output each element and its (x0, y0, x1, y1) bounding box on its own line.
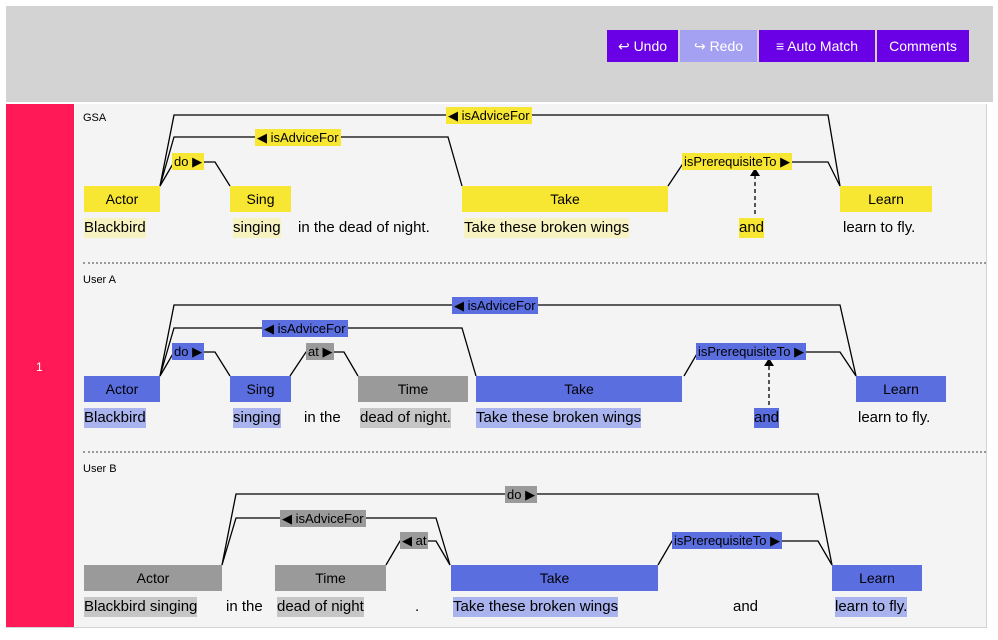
entity-tag-take[interactable]: Take (451, 565, 658, 591)
entity-tag-sing[interactable]: Sing (230, 186, 291, 212)
relation-label-do[interactable]: do ▶ (172, 343, 205, 360)
comments-button[interactable]: Comments (877, 30, 969, 62)
token-text[interactable]: Take these broken wings (453, 597, 619, 617)
auto-match-button[interactable]: ≡ Auto Match (759, 30, 875, 62)
section-label-user-b: User B (83, 463, 117, 475)
relation-label-at[interactable]: ◀ at (400, 532, 429, 549)
token-text[interactable]: in the (304, 409, 341, 426)
redo-button[interactable]: ↪ Redo (680, 30, 757, 62)
undo-button[interactable]: ↩ Undo (607, 30, 678, 62)
entity-tag-actor[interactable]: Actor (84, 565, 222, 591)
entity-tag-sing[interactable]: Sing (230, 376, 291, 402)
entity-tag-learn[interactable]: Learn (856, 376, 946, 402)
token-text[interactable]: singing (233, 218, 281, 238)
section-divider (83, 262, 986, 264)
relation-label-do[interactable]: do ▶ (172, 153, 205, 170)
row-index-bar[interactable]: 1 (6, 104, 74, 627)
token-text[interactable]: Blackbird (84, 408, 146, 428)
relation-label-isprerequisiteto[interactable]: isPrerequisiteTo ▶ (682, 153, 793, 170)
token-text[interactable]: learn to fly. (835, 597, 908, 617)
toolbar: ↩ Undo ↪ Redo ≡ Auto Match Comments (6, 6, 993, 102)
relation-label-isadvicefor[interactable]: ◀ isAdviceFor (255, 129, 341, 146)
entity-tag-learn[interactable]: Learn (840, 186, 932, 212)
token-text[interactable]: Take these broken wings (464, 218, 630, 238)
token-text[interactable]: . (415, 598, 420, 615)
entity-tag-take[interactable]: Take (462, 186, 668, 212)
token-text[interactable]: Blackbird singing (84, 597, 198, 617)
entity-tag-actor[interactable]: Actor (84, 186, 160, 212)
section-label-gsa: GSA (83, 112, 107, 124)
token-text[interactable]: Blackbird (84, 218, 146, 238)
relation-label-isprerequisiteto[interactable]: isPrerequisiteTo ▶ (672, 532, 783, 549)
token-text[interactable]: learn to fly. (843, 219, 916, 236)
token-text[interactable]: Take these broken wings (476, 408, 642, 428)
relation-label-isadvicefor[interactable]: ◀ isAdviceFor (452, 297, 538, 314)
token-text[interactable]: dead of night. (360, 408, 451, 428)
token-text[interactable]: and (739, 218, 765, 238)
row-border (986, 104, 987, 627)
relation-label-isadvicefor[interactable]: ◀ isAdviceFor (446, 107, 532, 124)
section-divider (83, 451, 986, 453)
token-text[interactable]: in the dead of night. (298, 219, 430, 236)
token-text[interactable]: and (733, 598, 759, 615)
entity-tag-time[interactable]: Time (358, 376, 468, 402)
relation-label-isadvicefor[interactable]: ◀ isAdviceFor (280, 510, 366, 527)
token-text[interactable]: and (754, 408, 780, 428)
row-index: 1 (36, 360, 43, 374)
entity-tag-actor[interactable]: Actor (84, 376, 160, 402)
entity-tag-time[interactable]: Time (275, 565, 386, 591)
row-border (6, 627, 987, 628)
entity-tag-learn[interactable]: Learn (832, 565, 922, 591)
section-label-user-a: User A (83, 274, 117, 286)
relation-label-at[interactable]: at ▶ (306, 343, 335, 360)
entity-tag-take[interactable]: Take (476, 376, 682, 402)
relation-label-isadvicefor[interactable]: ◀ isAdviceFor (262, 320, 348, 337)
token-text[interactable]: dead of night (277, 597, 364, 617)
annotation-row (75, 104, 986, 627)
relation-label-do[interactable]: do ▶ (505, 486, 538, 503)
token-text[interactable]: in the (226, 598, 263, 615)
token-text[interactable]: singing (233, 408, 281, 428)
token-text[interactable]: learn to fly. (858, 409, 931, 426)
relation-label-isprerequisiteto[interactable]: isPrerequisiteTo ▶ (696, 343, 807, 360)
